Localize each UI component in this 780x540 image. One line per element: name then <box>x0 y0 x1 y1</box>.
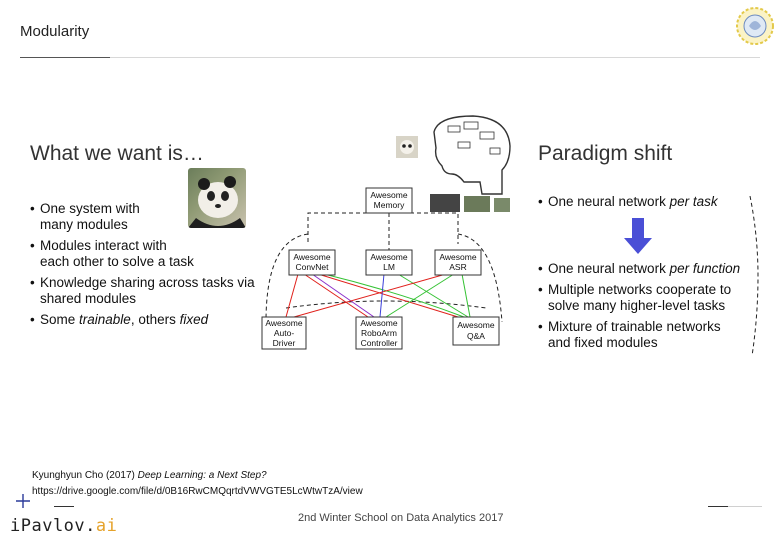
brain-head-icon <box>433 115 511 195</box>
footer-rule-right <box>708 506 728 507</box>
footer-rule-right-light <box>728 506 762 507</box>
svg-text:ASR: ASR <box>449 262 466 272</box>
scene-thumbnail <box>494 198 510 212</box>
module-diagram: Awesome Memory Awesome ConvNet Awesome L… <box>261 115 511 350</box>
footer-rule-left <box>54 506 74 507</box>
panda-photo <box>188 168 246 228</box>
citation-author: Kyunghyun Cho (2017) <box>32 470 138 481</box>
citation-title: Deep Learning: a Next Step? <box>137 470 267 481</box>
scene-thumbnail <box>464 196 490 212</box>
svg-text:Awesome: Awesome <box>360 318 397 328</box>
svg-text:Driver: Driver <box>273 338 296 348</box>
svg-text:Controller: Controller <box>361 338 398 348</box>
asr-module: Awesome ASR <box>434 249 482 276</box>
autodriver-module: Awesome Auto- Driver <box>261 316 307 350</box>
right-bullet-list-top: One neural network per task <box>538 194 768 215</box>
module-connections <box>285 273 471 318</box>
down-arrow-icon <box>624 218 652 254</box>
svg-text:Awesome: Awesome <box>265 318 302 328</box>
svg-text:Awesome: Awesome <box>370 190 407 200</box>
panda-thumbnail-icon <box>396 136 418 158</box>
film-thumbnail <box>430 194 460 212</box>
bullet-item: One neural network per task <box>538 194 768 210</box>
citation-link[interactable]: https://drive.google.com/file/d/0B16RwCM… <box>32 486 363 497</box>
title-divider <box>110 57 760 58</box>
plus-icon <box>16 494 30 508</box>
svg-text:Auto-: Auto- <box>274 328 294 338</box>
memory-module: Awesome Memory <box>365 187 413 214</box>
svg-text:LM: LM <box>383 262 395 272</box>
lab-logo-icon <box>736 7 774 45</box>
right-bullet-list-bottom: One neural network per function Multiple… <box>538 261 768 356</box>
svg-text:Memory: Memory <box>374 200 405 210</box>
svg-text:Awesome: Awesome <box>439 252 476 262</box>
svg-text:Awesome: Awesome <box>293 252 330 262</box>
brand-logo: iPavlov.ai <box>10 516 118 536</box>
svg-text:RoboArm: RoboArm <box>361 328 397 338</box>
title-underline <box>20 57 110 58</box>
footer-event: 2nd Winter School on Data Analytics 2017 <box>298 512 504 524</box>
qa-module: Awesome Q&A <box>452 316 500 346</box>
right-heading: Paradigm shift <box>538 142 673 165</box>
svg-text:Awesome: Awesome <box>370 252 407 262</box>
bullet-item: Some trainable, others fixed <box>30 312 260 328</box>
bullet-item: One neural network per function <box>538 261 768 277</box>
convnet-module: Awesome ConvNet <box>288 249 336 276</box>
lm-module: Awesome LM <box>365 249 413 276</box>
slide-title: Modularity <box>20 23 90 40</box>
dashed-connector-edge <box>749 196 759 356</box>
svg-text:ConvNet: ConvNet <box>295 262 329 272</box>
citation: Kyunghyun Cho (2017) Deep Learning: a Ne… <box>32 468 363 500</box>
svg-text:Q&A: Q&A <box>467 331 485 341</box>
left-heading: What we want is… <box>30 142 204 165</box>
roboarm-module: Awesome RoboArm Controller <box>355 316 403 350</box>
svg-text:Awesome: Awesome <box>457 320 494 330</box>
bullet-item: Knowledge sharing across tasks viashared… <box>30 275 260 307</box>
